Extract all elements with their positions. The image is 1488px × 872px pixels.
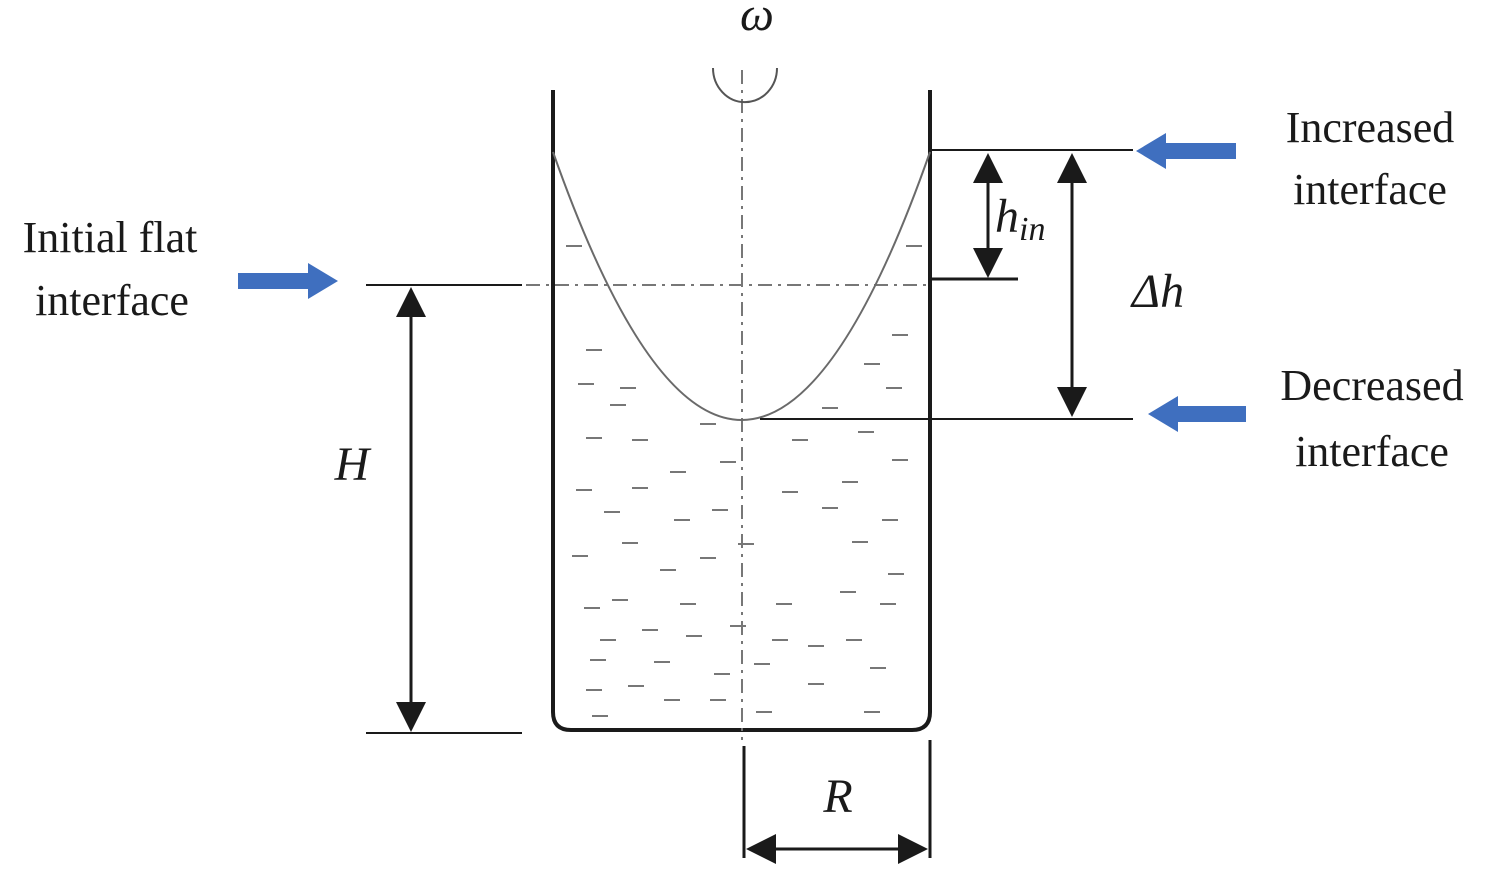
initial-interface-label-line2: interface <box>35 276 189 325</box>
decreased-interface-pointer-icon <box>1148 396 1246 432</box>
increased-interface-label-line1: Increased <box>1286 103 1455 152</box>
R-label: R <box>822 770 852 823</box>
liquid-dashes <box>566 245 922 717</box>
rotation-arrow-icon <box>712 67 778 104</box>
decreased-interface-label-line1: Decreased <box>1280 361 1463 410</box>
h-in-main: h <box>995 190 1019 243</box>
initial-interface-label-line1: Initial flat <box>23 213 198 262</box>
omega-label: ω <box>740 0 774 41</box>
initial-interface-pointer-icon <box>238 263 338 299</box>
free-surface-curve <box>552 151 931 421</box>
H-label: H <box>334 438 372 491</box>
increased-interface-pointer-icon <box>1136 133 1236 169</box>
increased-interface-label-line2: interface <box>1293 165 1447 214</box>
decreased-interface-label-line2: interface <box>1295 427 1449 476</box>
h-in-label: hin <box>995 190 1045 248</box>
h-in-subscript: in <box>1019 211 1045 248</box>
delta-h-label: Δh <box>1130 265 1184 318</box>
